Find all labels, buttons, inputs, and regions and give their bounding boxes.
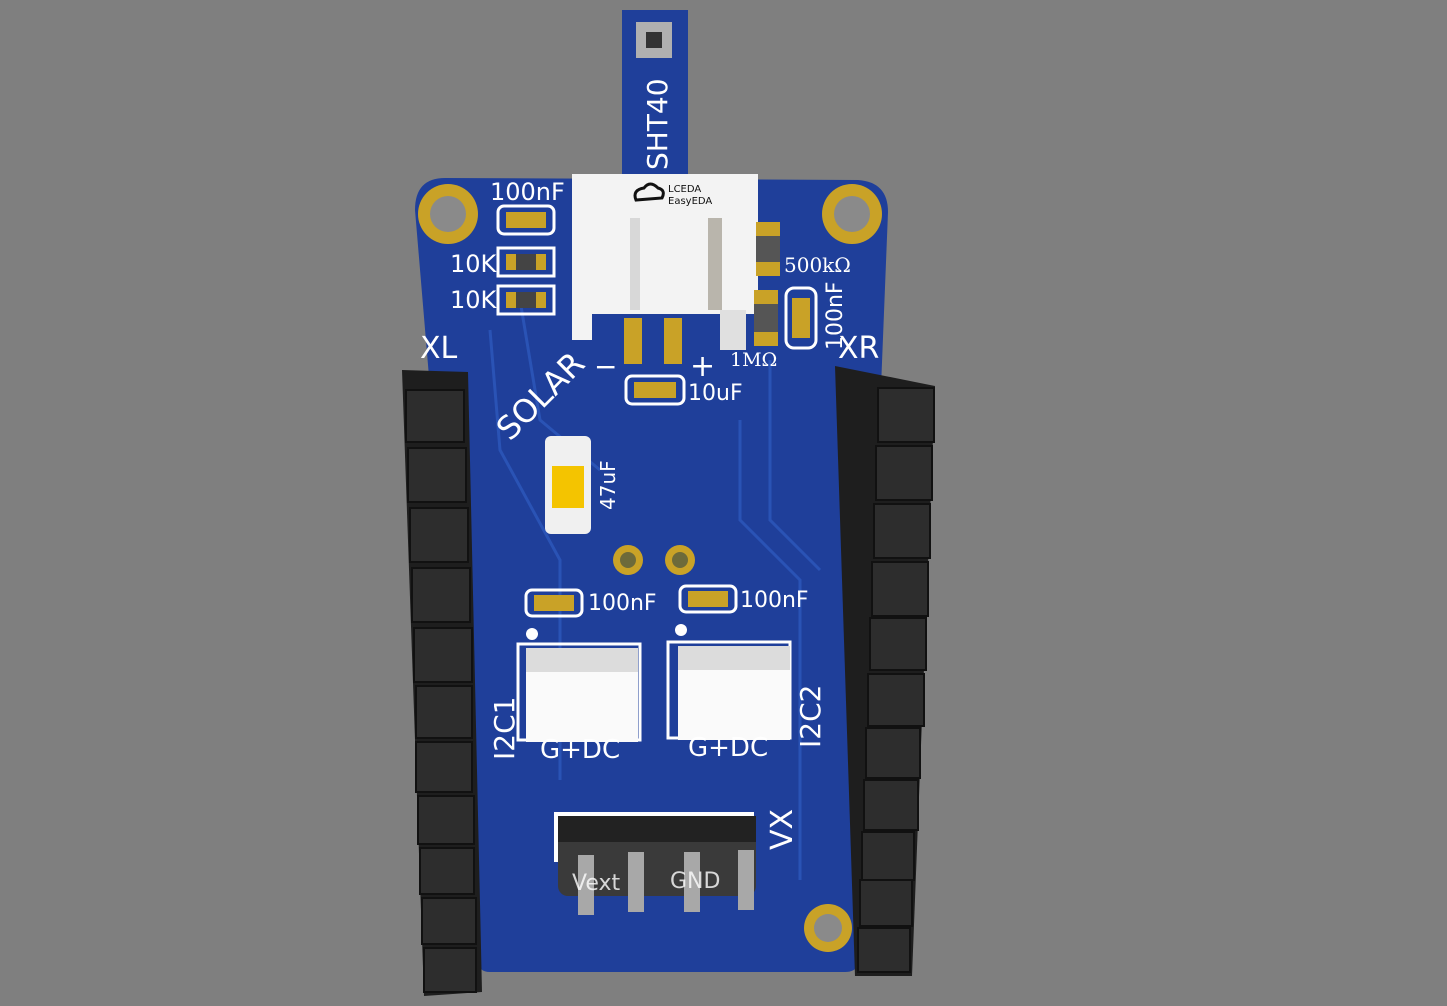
- label-47uf: 47uF: [596, 460, 620, 510]
- logo-lceda: LCEDA: [668, 184, 701, 195]
- label-i2c2-pins: G+DC: [688, 733, 768, 763]
- smd-components: [496, 204, 818, 618]
- vx-pin-header[interactable]: [554, 812, 756, 915]
- label-plus: +: [690, 349, 715, 384]
- solar-connector[interactable]: LCEDA EasyEDA: [572, 174, 758, 364]
- label-res2: 10K: [450, 286, 498, 314]
- sht40-label: SHT40: [641, 78, 674, 170]
- label-minus: −: [594, 350, 617, 383]
- sht40-sensor-tab: SHT40: [622, 10, 688, 180]
- label-vx: VX: [765, 809, 800, 850]
- label-vext: Vext: [572, 871, 621, 896]
- label-500k: 500kΩ: [784, 253, 851, 277]
- label-10uf: 10uF: [688, 381, 743, 406]
- i2c1-connector[interactable]: [516, 628, 642, 742]
- logo-easyeda: EasyEDA: [668, 196, 712, 207]
- label-cap-i2c1: 100nF: [588, 591, 657, 616]
- label-cap-right: 100nF: [823, 281, 848, 350]
- label-res1: 10K: [450, 250, 498, 278]
- label-cap-i2c2: 100nF: [740, 588, 809, 613]
- label-1m: 1MΩ: [730, 349, 777, 371]
- mounting-holes: [418, 184, 882, 952]
- label-i2c2: I2C2: [794, 685, 827, 748]
- label-gnd: GND: [670, 869, 720, 894]
- label-i2c1-pins: G+DC: [540, 735, 620, 765]
- header-xl[interactable]: [402, 370, 482, 996]
- i2c2-connector[interactable]: [666, 624, 792, 740]
- cloud-logo-icon: [633, 182, 665, 202]
- label-xr: XR: [838, 331, 879, 366]
- header-xr[interactable]: [835, 366, 935, 976]
- label-i2c1: I2C1: [488, 697, 521, 760]
- label-cap-top-left: 100nF: [490, 178, 565, 206]
- label-xl: XL: [420, 331, 458, 366]
